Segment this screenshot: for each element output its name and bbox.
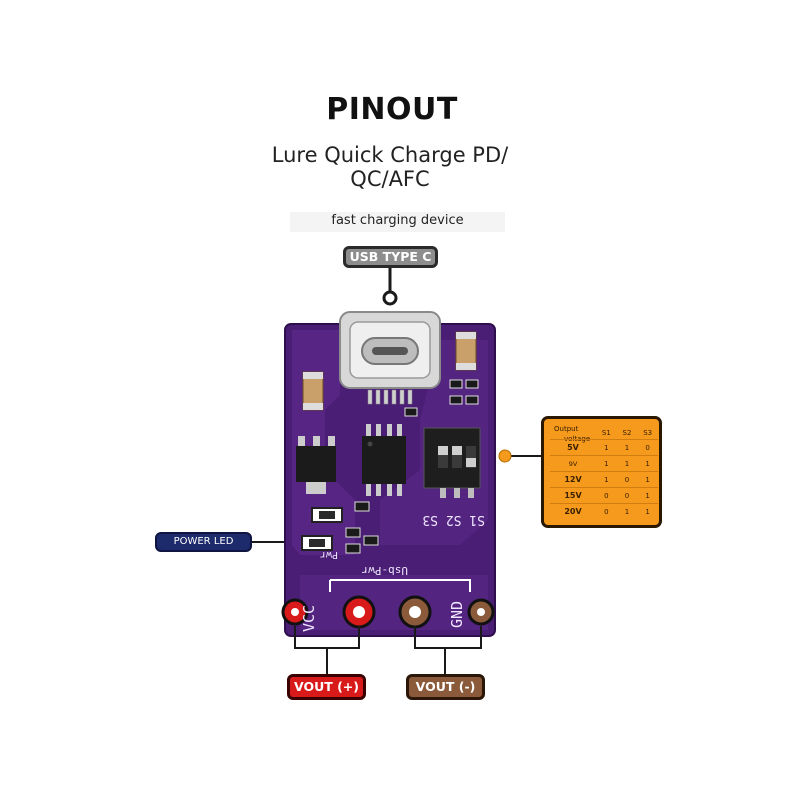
- cell-s1: 0: [596, 487, 617, 504]
- silk-usb-pwr: Usb-Pwr: [361, 564, 408, 577]
- table-col-s3: S3: [643, 429, 653, 437]
- cell-s1: 1: [596, 455, 617, 472]
- cell-s1: 1: [596, 439, 617, 456]
- capacitor-left: [302, 371, 324, 411]
- subtitle-line-2: QC/AFC: [350, 167, 430, 191]
- usb-type-c-label: USB TYPE C: [343, 246, 438, 268]
- usb-c-connector: [339, 311, 441, 405]
- led-usb: [311, 507, 343, 523]
- table-leader-dot: [498, 449, 512, 463]
- row-label: 20V: [550, 503, 596, 519]
- subtitle: Lure Quick Charge PD/ QC/AFC: [230, 143, 550, 191]
- cell-s3: 1: [637, 487, 658, 504]
- cell-s3: 1: [637, 455, 658, 472]
- subtitle-line-1: Lure Quick Charge PD/: [271, 143, 509, 167]
- page-title: PINOUT: [326, 92, 458, 127]
- cell-s3: 0: [637, 439, 658, 456]
- cell-s2: 0: [616, 471, 638, 488]
- usb-leader-dot: [382, 290, 398, 306]
- regulator-chip: [296, 436, 336, 494]
- table-row: 5V 1 1 0: [550, 439, 658, 456]
- capacitor-right: [455, 331, 477, 371]
- vout-negative-label: VOUT (-): [406, 674, 485, 700]
- cell-s2: 1: [616, 455, 638, 472]
- voltage-settings-table: Output voltage S1 S2 S3 5V 1 1 0 9V 1 1 …: [541, 416, 662, 528]
- cell-s2: 1: [616, 439, 638, 456]
- row-label: 5V: [550, 439, 596, 456]
- table-col-s2: S2: [622, 429, 632, 437]
- cell-s1: 1: [596, 471, 617, 488]
- caption-background: [290, 212, 505, 232]
- cell-s2: 1: [616, 503, 638, 519]
- pcb: S1 S2 S3 Pwr Usb-Pwr VCC GND: [281, 311, 496, 637]
- table-row: 9V 1 1 1: [550, 455, 658, 472]
- row-label: 9V: [550, 455, 596, 472]
- cell-s2: 0: [616, 487, 638, 504]
- table-header-output: Output: [554, 425, 579, 433]
- dip-switch: [423, 427, 481, 498]
- cell-s3: 1: [637, 503, 658, 519]
- table-row: 20V 0 1 1: [550, 503, 658, 519]
- silk-pwr: Pwr: [320, 549, 338, 560]
- silk-gnd: GND: [448, 601, 466, 628]
- silk-s-labels: S1 S2 S3: [422, 512, 485, 527]
- vout-positive-label: VOUT (+): [287, 674, 366, 700]
- table-row: 15V 0 0 1: [550, 487, 658, 504]
- row-label: 15V: [550, 487, 596, 504]
- cell-s1: 0: [596, 503, 617, 519]
- caption: fast charging device: [331, 213, 464, 228]
- small-passives: [345, 379, 479, 554]
- silk-vcc: VCC: [300, 605, 318, 632]
- cell-s3: 1: [637, 471, 658, 488]
- power-led-label: POWER LED: [155, 532, 252, 552]
- led-power: [301, 535, 333, 551]
- controller-chip: [362, 424, 406, 496]
- terminal-block: [281, 579, 495, 629]
- vout-neg-bracket: [414, 626, 482, 649]
- row-label: 12V: [550, 471, 596, 488]
- table-col-s1: S1: [601, 429, 611, 437]
- table-row: 12V 1 0 1: [550, 471, 658, 488]
